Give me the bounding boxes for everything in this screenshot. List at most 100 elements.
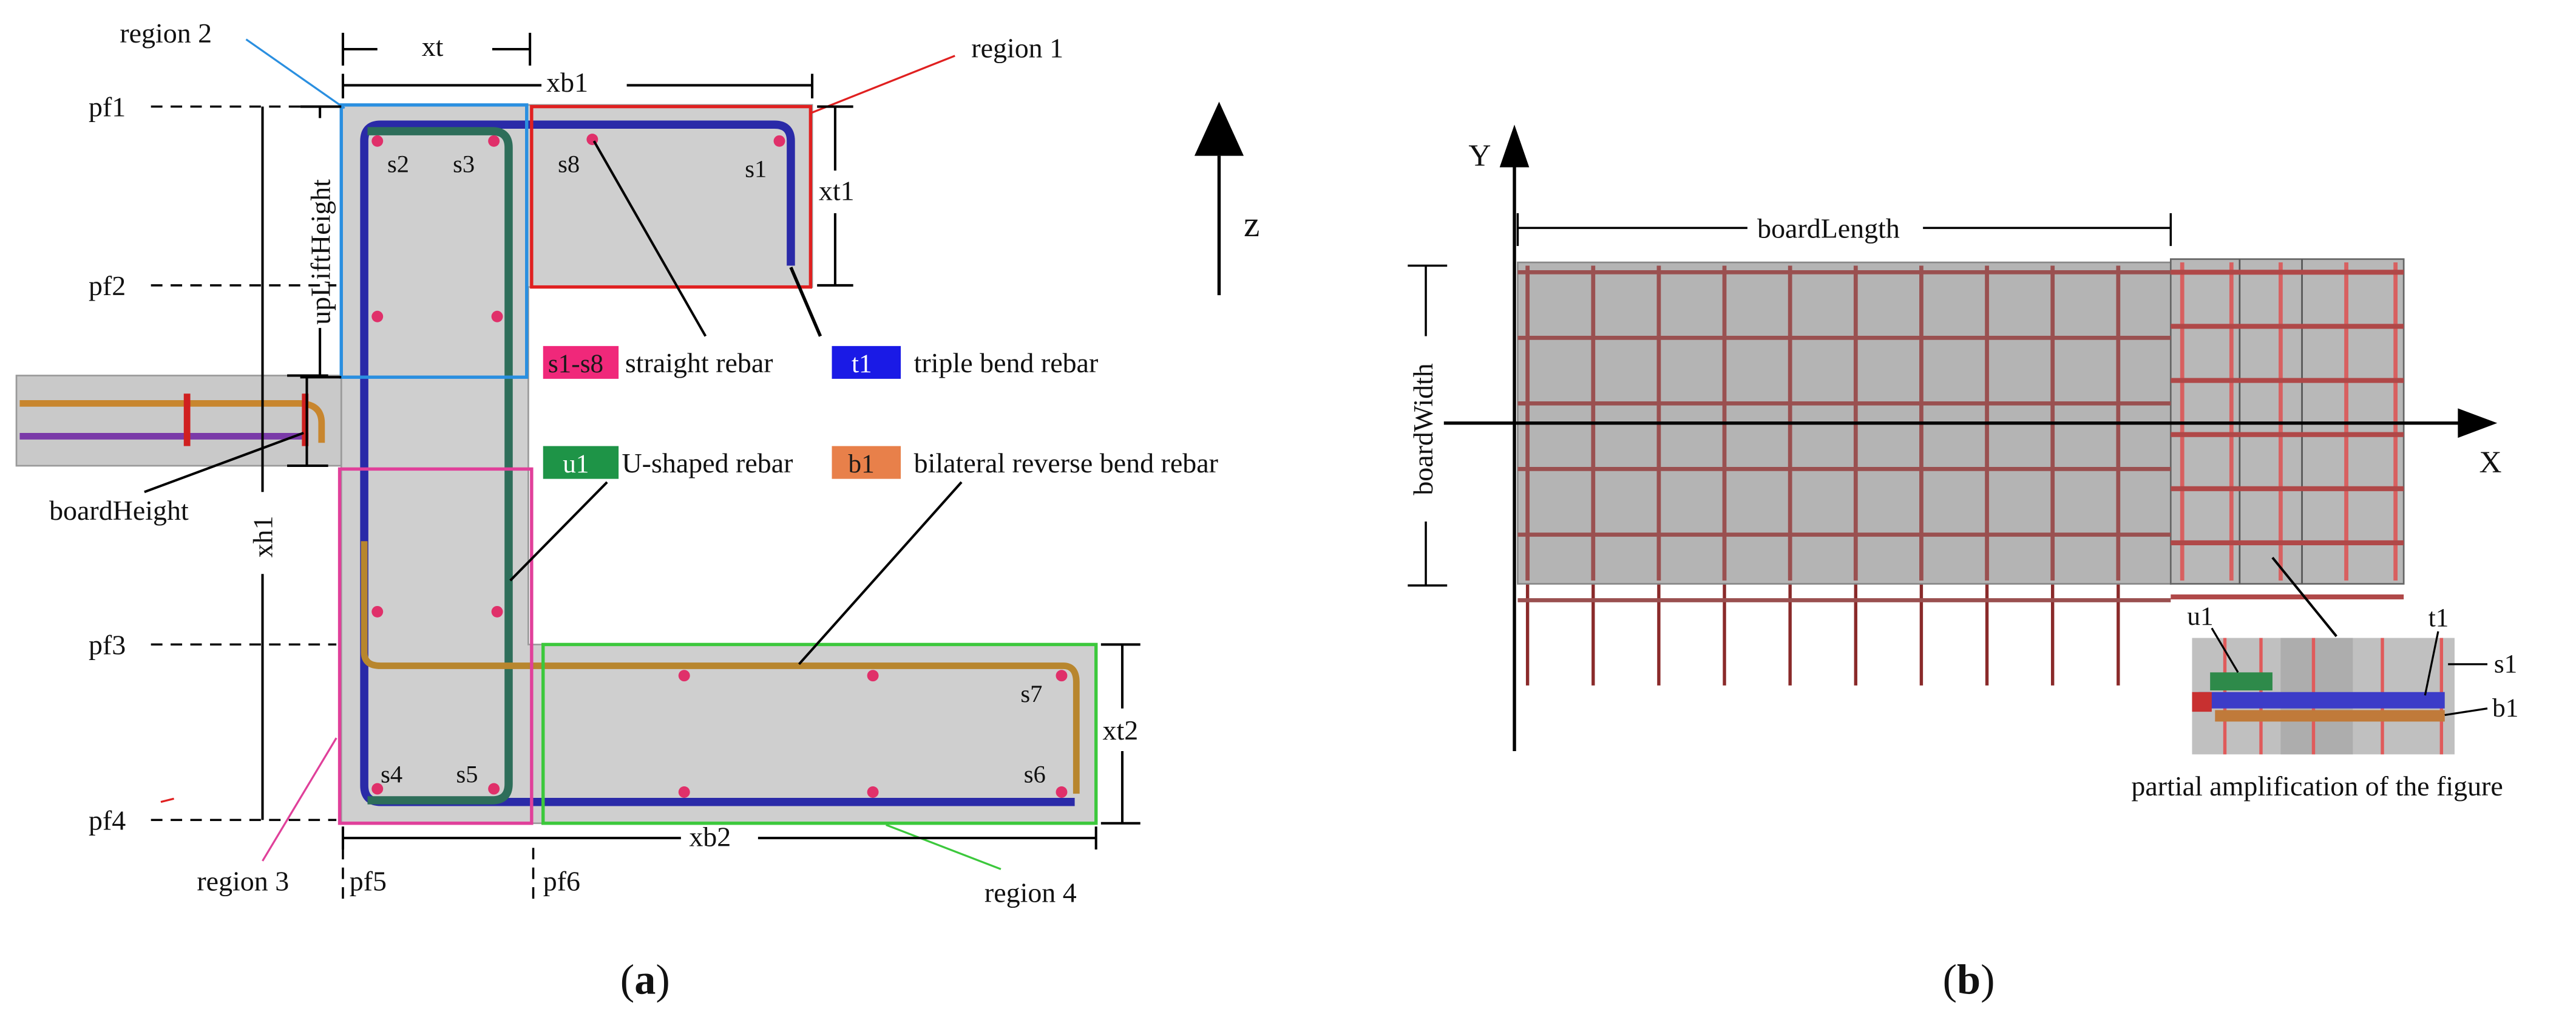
rebar-dot-s6: [1056, 786, 1068, 798]
legend-swatch-u: [543, 446, 619, 479]
legend-text-u: U-shaped rebar: [622, 448, 793, 478]
region-1-box: [530, 104, 813, 289]
pf2-label: pf2: [89, 270, 126, 301]
rebar-dot: [371, 605, 384, 618]
dimension-xt1-label: xt1: [819, 175, 855, 206]
leader-board-height: [144, 432, 304, 494]
dimension-uplift-height-label: upLiftHeight: [305, 179, 336, 325]
label-s6: s6: [1024, 760, 1046, 788]
panel-a: s1 s2 s3 s4 s5 s6 s7 s8 region 1 region …: [15, 18, 1259, 1004]
legend-swatch-b: [832, 446, 901, 479]
inset-label-b1: b1: [2492, 693, 2518, 723]
rebar-dot-s3: [488, 135, 500, 147]
dimension-xt2: [1100, 643, 1141, 825]
legend-bilateral-rebar: b1 bilateral reverse bend rebar: [832, 446, 1218, 479]
z-axis-label: z: [1244, 204, 1259, 244]
legend-text-triple: triple bend rebar: [914, 347, 1099, 378]
z-axis-arrow: [1194, 101, 1244, 296]
rebar-dot: [867, 670, 879, 682]
u1-rebar: [367, 127, 513, 805]
pf4-label: pf4: [89, 805, 126, 836]
board-rebar-b1: [19, 400, 325, 443]
rebar-dot: [491, 605, 503, 618]
rebar-dot-s2: [371, 135, 384, 147]
leader-region-1: [810, 55, 955, 114]
caption-b: (b): [1943, 956, 1995, 1004]
pf-lines: [151, 105, 535, 902]
dimension-board-length: [1516, 213, 2172, 247]
inset-leader-t1: [2424, 631, 2439, 696]
stray-mark: [160, 797, 174, 803]
x-axis-arrowhead: [2458, 408, 2498, 438]
dimension-xh1-label: xh1: [248, 516, 279, 557]
dimension-xt2-label: xt2: [1103, 715, 1139, 746]
region-4-box: [541, 642, 1098, 825]
dimension-xb1-label: xb1: [546, 67, 588, 98]
inset-caption: partial amplification of the figure: [2131, 771, 2503, 802]
legend-tag-b: b1: [849, 449, 875, 478]
legend-u-rebar: u1 U-shaped rebar: [543, 446, 793, 479]
rebar-dot: [371, 310, 384, 322]
pf6-label: pf6: [543, 866, 580, 897]
leader-region-4: [886, 823, 1002, 870]
inset-t1-bar: [2198, 692, 2445, 709]
legend-tag-straight: s1-s8: [548, 349, 603, 378]
leader-region-2: [245, 38, 345, 109]
dimension-board-width: [1408, 264, 1448, 587]
inset-amplification: [2192, 638, 2455, 755]
dimension-xt1: [817, 105, 853, 287]
inset-b1-bar: [2215, 710, 2445, 722]
caption-a: (a): [620, 956, 670, 1004]
rebar-dot-s4: [371, 783, 384, 795]
pf5-label: pf5: [350, 866, 387, 897]
pf1-label: pf1: [89, 92, 126, 123]
dimension-xb2: [341, 826, 1097, 850]
inset-label-u1: u1: [2187, 602, 2213, 631]
panel-b: Y X boardLength boardWidth: [1408, 124, 2518, 1004]
dimension-xt: [341, 33, 532, 66]
label-s5: s5: [456, 760, 478, 788]
inset-red-end: [2192, 692, 2212, 712]
rebar-dot: [491, 310, 503, 322]
region-2-box: [339, 103, 529, 379]
rebar-dot-s5: [488, 783, 500, 795]
rebar-dot-s1: [773, 135, 785, 147]
inset-label-s1: s1: [2494, 649, 2517, 678]
rebar-dots: [371, 134, 1068, 798]
leader-region-3: [262, 737, 337, 862]
label-s4: s4: [381, 760, 402, 788]
label-s8: s8: [558, 151, 580, 178]
legend-text-b: bilateral reverse bend rebar: [914, 448, 1218, 478]
x-axis-label: X: [2479, 445, 2502, 480]
label-s3: s3: [453, 151, 475, 178]
board-length-label: boardLength: [1757, 213, 1900, 244]
leader-triple-bend-rebar: [789, 267, 822, 337]
legend-straight-rebar: s1-s8 straight rebar: [543, 346, 773, 379]
dimension-board-height: [287, 374, 328, 468]
inset-pointer: [2271, 556, 2337, 638]
inset-leader-u1: [2211, 627, 2239, 673]
region-4-label: region 4: [985, 877, 1077, 908]
dimension-xt-label: xt: [422, 31, 444, 62]
rebar-dot: [678, 670, 690, 682]
rebar-dot-s7: [1056, 670, 1068, 682]
rebar-dot: [678, 786, 690, 798]
legend-text-straight: straight rebar: [625, 347, 773, 378]
label-s7: s7: [1020, 680, 1042, 707]
legend-swatch-triple: [832, 346, 901, 379]
region-2-label: region 2: [120, 18, 212, 49]
y-axis-label: Y: [1468, 138, 1491, 173]
label-s1: s1: [745, 155, 767, 183]
dimension-board-height-label: boardHeight: [49, 495, 189, 526]
legend-tag-triple: t1: [852, 349, 872, 378]
legend-triple-bend-rebar: t1 triple bend rebar: [832, 346, 1099, 379]
leader-u-rebar: [509, 481, 608, 582]
rebar-dot: [867, 786, 879, 798]
dimension-xb1: [341, 73, 814, 99]
board-width-label: boardWidth: [1408, 363, 1439, 495]
inset-u1-bar: [2210, 672, 2273, 691]
label-s2: s2: [387, 151, 409, 178]
y-axis-arrowhead: [1499, 124, 1530, 168]
